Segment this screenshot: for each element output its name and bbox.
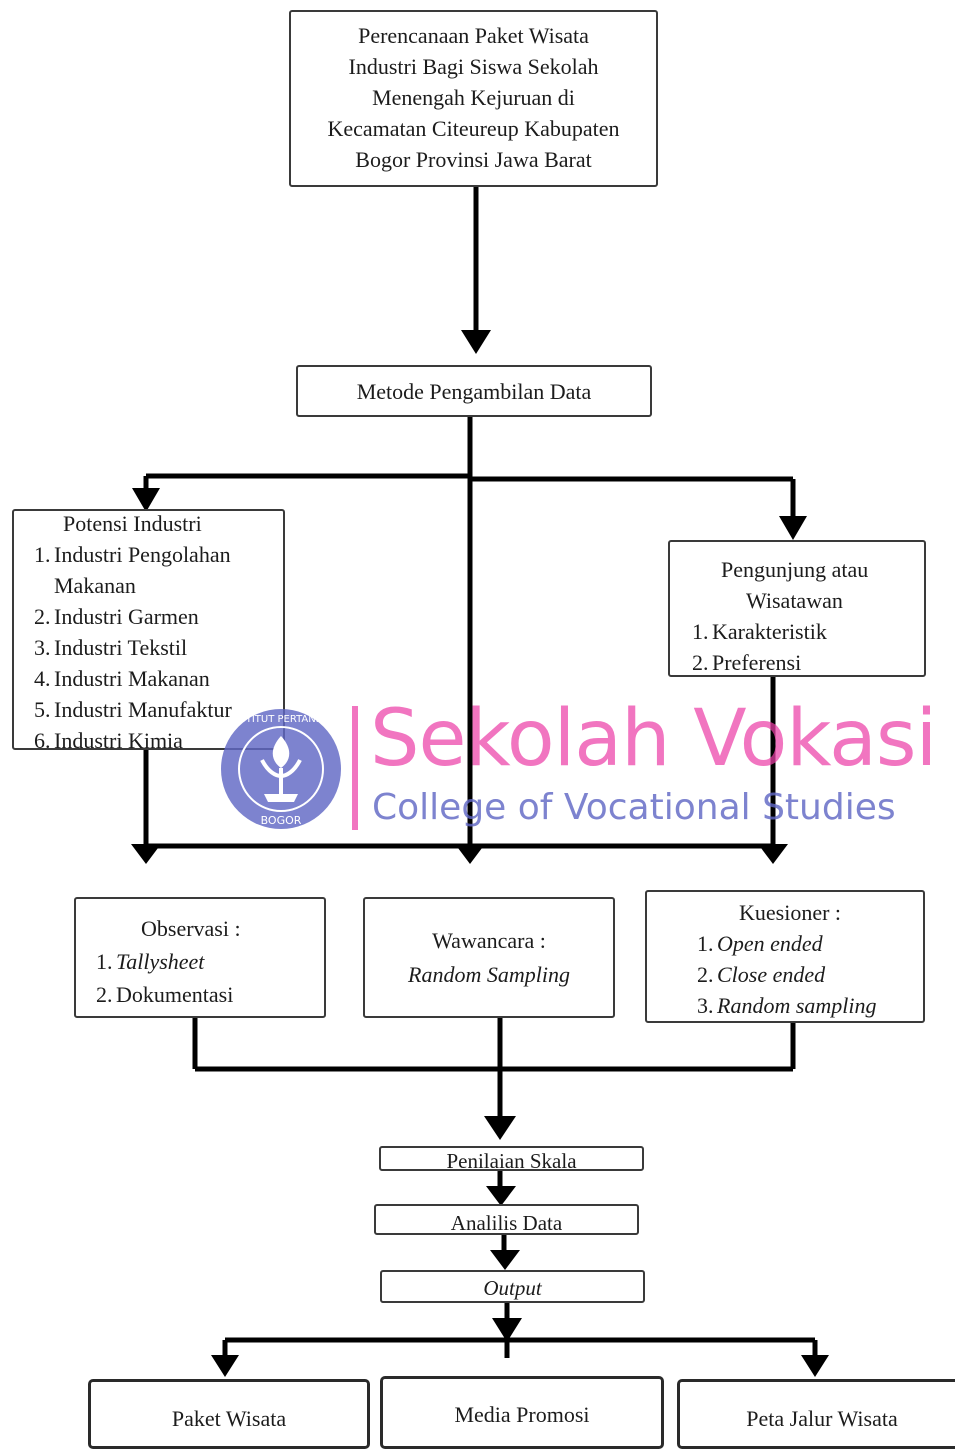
- pengunjung-item: 1.Karakteristik: [692, 619, 827, 644]
- watermark-divider: [352, 706, 358, 830]
- arrowhead-results: [492, 1318, 522, 1342]
- potensi-item: Makanan: [54, 573, 136, 598]
- potensi-item: 2.Industri Garmen: [34, 604, 199, 629]
- penilaian-skala-box: Penilaian Skala: [379, 1146, 644, 1173]
- wawancara-title: Wawancara :: [432, 928, 546, 953]
- paket-wisata-box: Paket Wisata: [88, 1379, 370, 1449]
- potensi-item: 5.Industri Manufaktur: [34, 697, 232, 722]
- potensi-item: 1.Industri Pengolahan: [34, 542, 231, 567]
- ipb-seal-logo: INSTITUT PERTANIAN BOGOR: [221, 709, 341, 829]
- research-title-line: Kecamatan Citeureup Kabupaten: [327, 116, 620, 141]
- kuesioner-item: 2.Close ended: [697, 962, 826, 987]
- pengunjung-title: Pengunjung atau: [721, 557, 869, 582]
- paket-wisata-label: Paket Wisata: [171, 1406, 287, 1431]
- research-title-box: Perencanaan Paket Wisata Industri Bagi S…: [289, 10, 658, 187]
- kuesioner-item: 3.Random sampling: [697, 993, 877, 1018]
- arrowhead-observasi-col: [131, 844, 161, 864]
- svg-text:BOGOR: BOGOR: [261, 814, 302, 827]
- potensi-item: 6.Industri Kimia: [34, 728, 183, 750]
- media-promosi-box: Media Promosi: [380, 1376, 664, 1449]
- output-box: Output: [380, 1270, 645, 1303]
- potensi-title: Potensi Industri: [63, 511, 202, 536]
- arrowhead-paket: [211, 1355, 239, 1377]
- kuesioner-box: Kuesioner : 1.Open ended 2.Close ended 3…: [645, 890, 925, 1023]
- wawancara-method: Random Sampling: [408, 962, 570, 987]
- arrowhead-skala: [484, 1116, 516, 1140]
- penilaian-skala-label: Penilaian Skala: [446, 1149, 577, 1173]
- observasi-box: Observasi : 1.Tallysheet 2.Dokumentasi: [74, 897, 326, 1018]
- research-title-line: Industri Bagi Siswa Sekolah: [348, 54, 599, 79]
- observasi-item: 1.Tallysheet: [96, 949, 205, 974]
- arrowhead-output: [490, 1250, 520, 1270]
- research-title-line: Menengah Kejuruan di: [372, 85, 575, 110]
- potensi-item: 3.Industri Tekstil: [34, 635, 188, 660]
- arrowhead-method: [461, 330, 491, 354]
- observasi-item: 2.Dokumentasi: [96, 982, 234, 1007]
- method-box: Metode Pengambilan Data: [296, 365, 652, 417]
- pengunjung-title: Wisatawan: [746, 588, 843, 613]
- arrowhead-wawancara-col: [455, 844, 485, 864]
- pengunjung-box: Pengunjung atau Wisatawan 1.Karakteristi…: [668, 540, 926, 677]
- potensi-industri-box: Potensi Industri 1.Industri Pengolahan M…: [12, 509, 285, 750]
- kuesioner-item: 1.Open ended: [697, 931, 823, 956]
- kuesioner-title: Kuesioner :: [739, 900, 842, 925]
- research-title-line: Bogor Provinsi Jawa Barat: [355, 147, 592, 172]
- arrowhead-analisis: [486, 1186, 516, 1206]
- arrowhead-pengunjung: [779, 516, 807, 540]
- arrowhead-peta: [801, 1355, 829, 1377]
- peta-jalur-label: Peta Jalur Wisata: [746, 1406, 898, 1431]
- pengunjung-item: 2.Preferensi: [692, 650, 802, 675]
- watermark-title: Sekolah Vokasi: [370, 694, 937, 784]
- wawancara-box: Wawancara : Random Sampling: [363, 897, 615, 1018]
- svg-text:INSTITUT PERTANIAN: INSTITUT PERTANIAN: [229, 714, 333, 725]
- media-promosi-label: Media Promosi: [454, 1402, 590, 1427]
- peta-jalur-box: Peta Jalur Wisata: [677, 1379, 955, 1449]
- potensi-item: 4.Industri Makanan: [34, 666, 210, 691]
- arrowhead-potensi: [132, 488, 160, 512]
- observasi-title: Observasi :: [141, 916, 241, 941]
- analisis-data-label: Analilis Data: [450, 1211, 563, 1235]
- analisis-data-box: Analilis Data: [374, 1204, 639, 1235]
- arrowhead-kuesioner-col: [758, 844, 788, 864]
- research-title-line: Perencanaan Paket Wisata: [358, 23, 589, 48]
- method-label: Metode Pengambilan Data: [356, 379, 592, 404]
- watermark-subtitle: College of Vocational Studies: [372, 787, 896, 828]
- output-label: Output: [483, 1276, 542, 1300]
